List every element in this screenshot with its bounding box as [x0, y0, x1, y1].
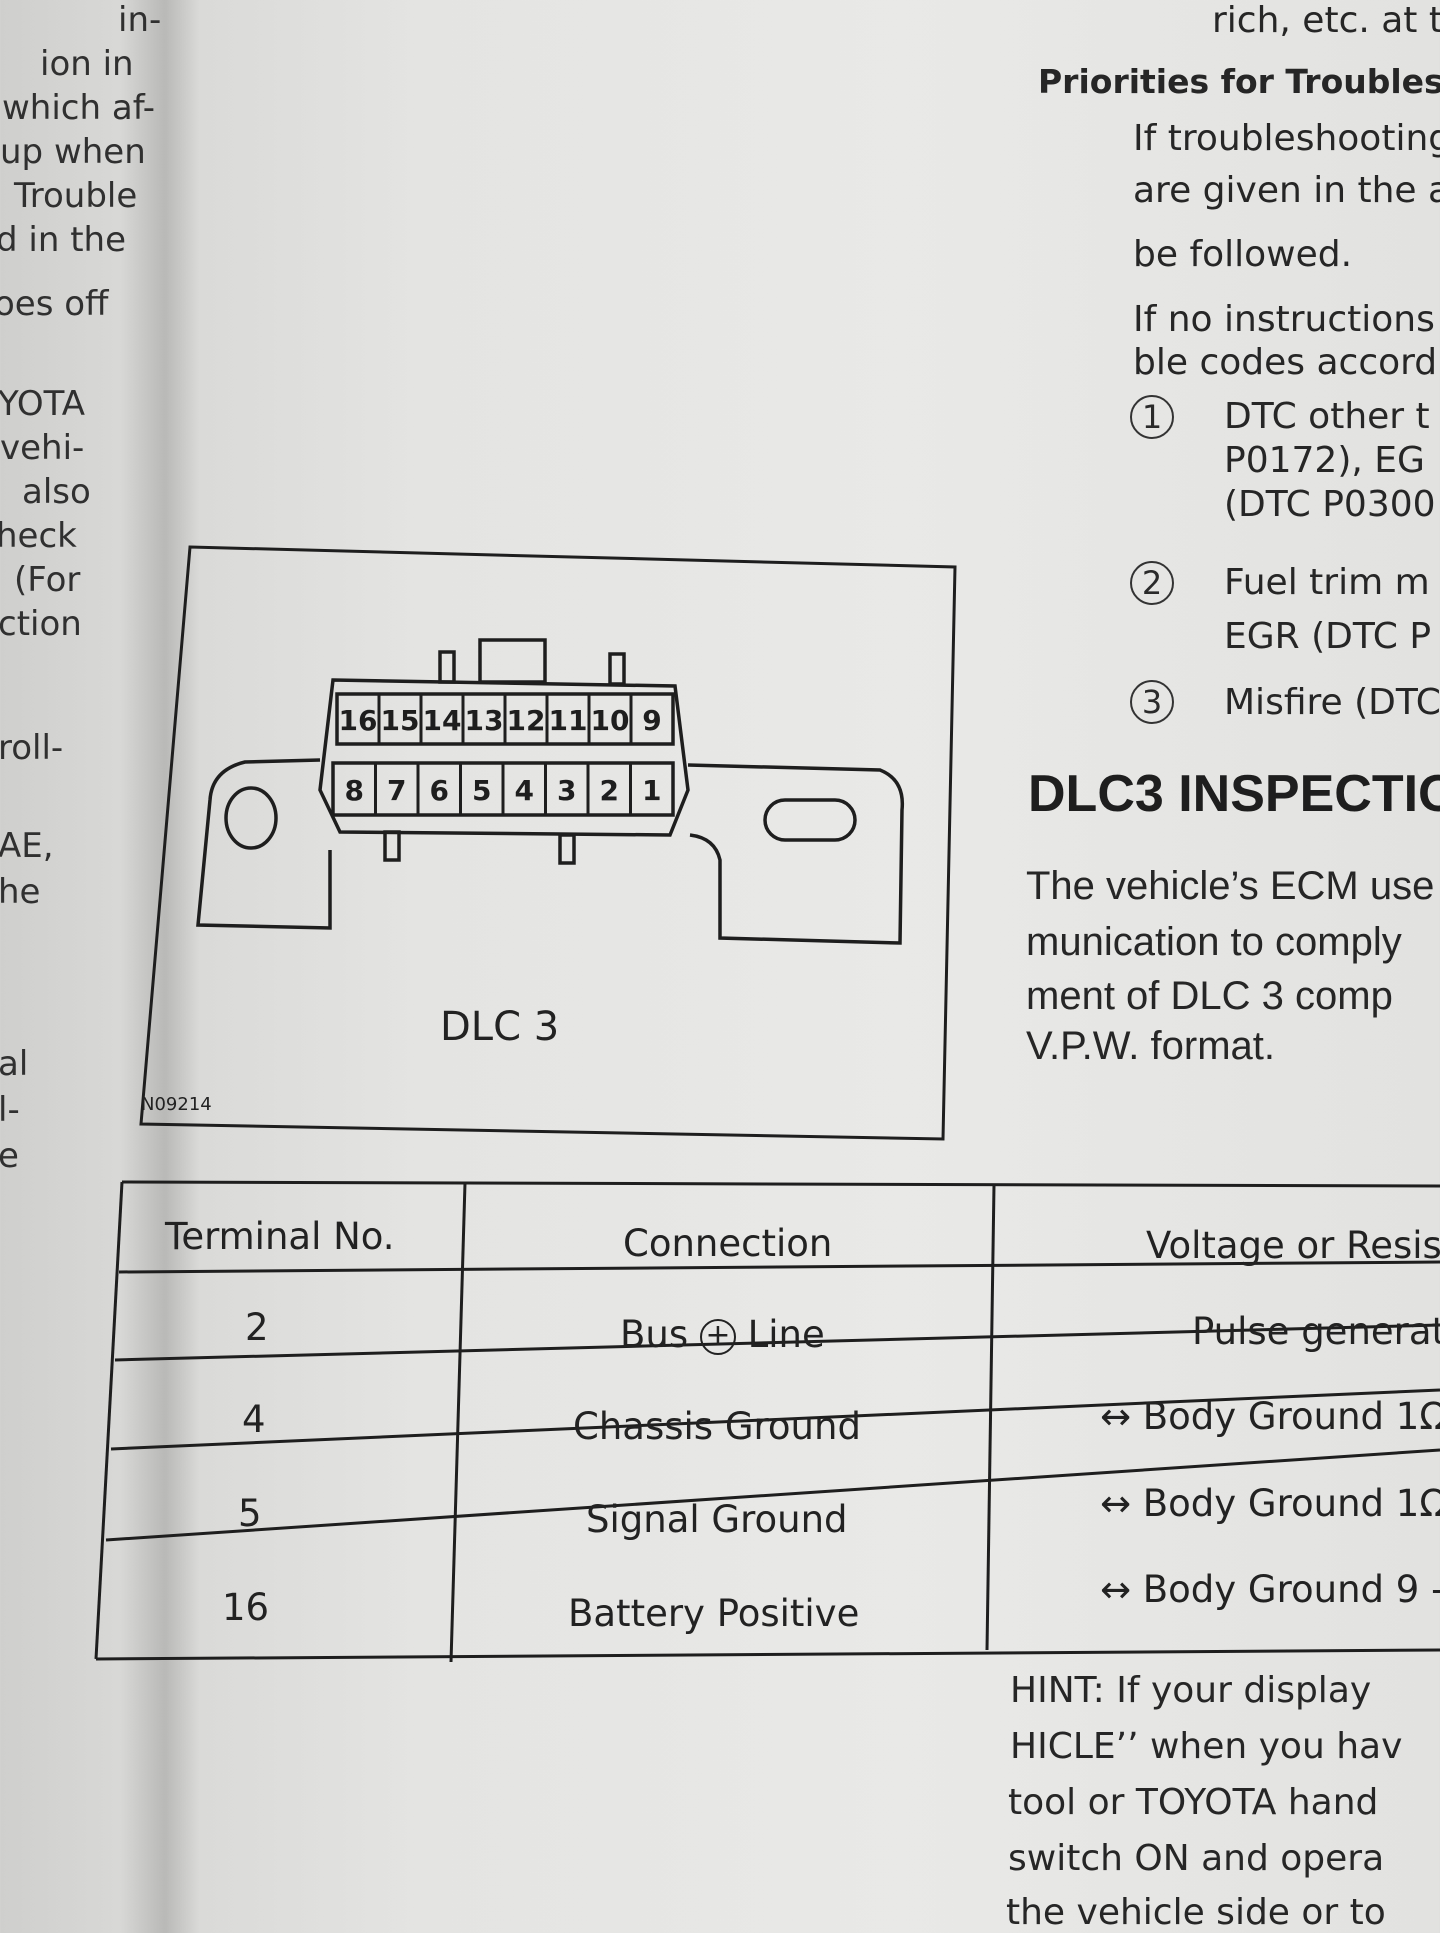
number-circle: 2 — [1130, 561, 1174, 605]
number-circle: 1 — [1130, 395, 1174, 439]
paragraph-line: be followed. — [1133, 234, 1353, 275]
figure-frame — [139, 545, 957, 1141]
paragraph-line: If no instructions — [1133, 299, 1435, 340]
section-heading: DLC3 INSPECTIO — [1028, 765, 1440, 823]
text-line: Trouble — [14, 176, 138, 216]
list-item-line: Fuel trim m — [1224, 562, 1430, 603]
list-item-line: Misfire (DTC — [1224, 682, 1440, 723]
list-item-line: DTC other t — [1224, 396, 1430, 437]
text-line: (For — [14, 560, 81, 600]
paragraph-line: ment of DLC 3 comp — [1026, 974, 1393, 1018]
priorities-heading: Priorities for Troublesh — [1038, 62, 1440, 101]
pin-number: 8 — [345, 774, 364, 807]
pin-number: 2 — [600, 774, 619, 807]
text-line: up when — [0, 132, 146, 172]
paragraph-line: munication to comply — [1026, 920, 1402, 964]
hint-line: switch ON and opera — [1008, 1838, 1385, 1879]
pin-number: 7 — [387, 774, 406, 807]
header-connection: Connection — [623, 1222, 833, 1265]
value-cell: ↔ Body Ground 1Ω — [1100, 1395, 1440, 1438]
pin-number: 14 — [423, 704, 462, 737]
text-line: al — [0, 1044, 29, 1084]
terminal-cell: 4 — [242, 1398, 266, 1441]
pin-number: 12 — [507, 704, 546, 737]
terminal-cell: 16 — [222, 1586, 270, 1629]
pin-number: 16 — [339, 704, 378, 737]
text-line: oes off — [0, 284, 109, 324]
hint-line: tool or TOYOTA hand — [1008, 1782, 1379, 1823]
pin-number: 4 — [515, 774, 534, 807]
list-item-line: EGR (DTC P — [1224, 616, 1432, 657]
pin-number: 13 — [465, 704, 504, 737]
text-line: e — [0, 1136, 19, 1176]
header-terminal: Terminal No. — [165, 1215, 395, 1258]
text-line: roll- — [0, 728, 64, 768]
text-line: l- — [0, 1090, 20, 1130]
connection-text: Line — [747, 1313, 825, 1356]
hint-line: HICLE’’ when you hav — [1010, 1726, 1403, 1767]
list-item-line: (DTC P0300 — [1224, 484, 1436, 525]
paragraph-line: The vehicle’s ECM use — [1026, 864, 1435, 908]
connection-cell: Bus + Line — [620, 1313, 825, 1356]
figure-code: N09214 — [141, 1094, 212, 1115]
pin-number: 15 — [381, 704, 420, 737]
value-cell: ↔ Body Ground 1Ω — [1100, 1482, 1440, 1525]
connection-cell: Signal Ground — [586, 1498, 848, 1541]
table-grid — [94, 1180, 1440, 1663]
pin-number: 10 — [591, 704, 630, 737]
top-fragment: rich, etc. at th — [1212, 0, 1440, 41]
text-line: heck — [0, 516, 77, 556]
connection-cell: Battery Positive — [568, 1592, 860, 1635]
text-line: YOTA — [0, 384, 86, 424]
text-line: ction — [0, 604, 82, 644]
text-line: d in the — [0, 220, 126, 260]
paragraph-line: are given in the a — [1133, 170, 1440, 211]
text-line: ion in — [40, 44, 134, 84]
connection-text: Bus — [620, 1313, 689, 1356]
pin-number: 9 — [642, 704, 661, 737]
pin-number: 5 — [472, 774, 491, 807]
dlc3-connector-drawing — [196, 638, 905, 945]
terminal-cell: 5 — [238, 1492, 262, 1535]
text-line: AE, — [0, 826, 54, 866]
paragraph-line: ble codes accord — [1133, 342, 1438, 383]
pin-number: 3 — [557, 774, 576, 807]
text-line: which af- — [2, 88, 156, 128]
list-item-line: P0172), EG — [1224, 440, 1425, 481]
number-circle: 3 — [1130, 680, 1174, 724]
pin-number: 1 — [642, 774, 661, 807]
connection-cell: Chassis Ground — [573, 1405, 861, 1448]
text-line: in- — [118, 0, 162, 40]
value-cell: Pulse generati — [1192, 1310, 1440, 1353]
value-cell: ↔ Body Ground 9 - — [1100, 1568, 1440, 1611]
hint-line: HINT: If your display — [1010, 1670, 1372, 1711]
paragraph-line: V.P.W. format. — [1026, 1024, 1276, 1068]
pin-number: 6 — [430, 774, 449, 807]
pin-number: 11 — [549, 704, 588, 737]
text-line: he — [0, 872, 41, 912]
text-line: also — [22, 472, 91, 512]
text-line: vehi- — [0, 428, 85, 468]
header-voltage: Voltage or Resist — [1146, 1224, 1440, 1267]
plus-circle-icon: + — [699, 1318, 736, 1355]
figure-label: DLC 3 — [440, 1004, 560, 1050]
terminal-cell: 2 — [245, 1306, 269, 1349]
paragraph-line: If troubleshooting — [1133, 118, 1440, 159]
